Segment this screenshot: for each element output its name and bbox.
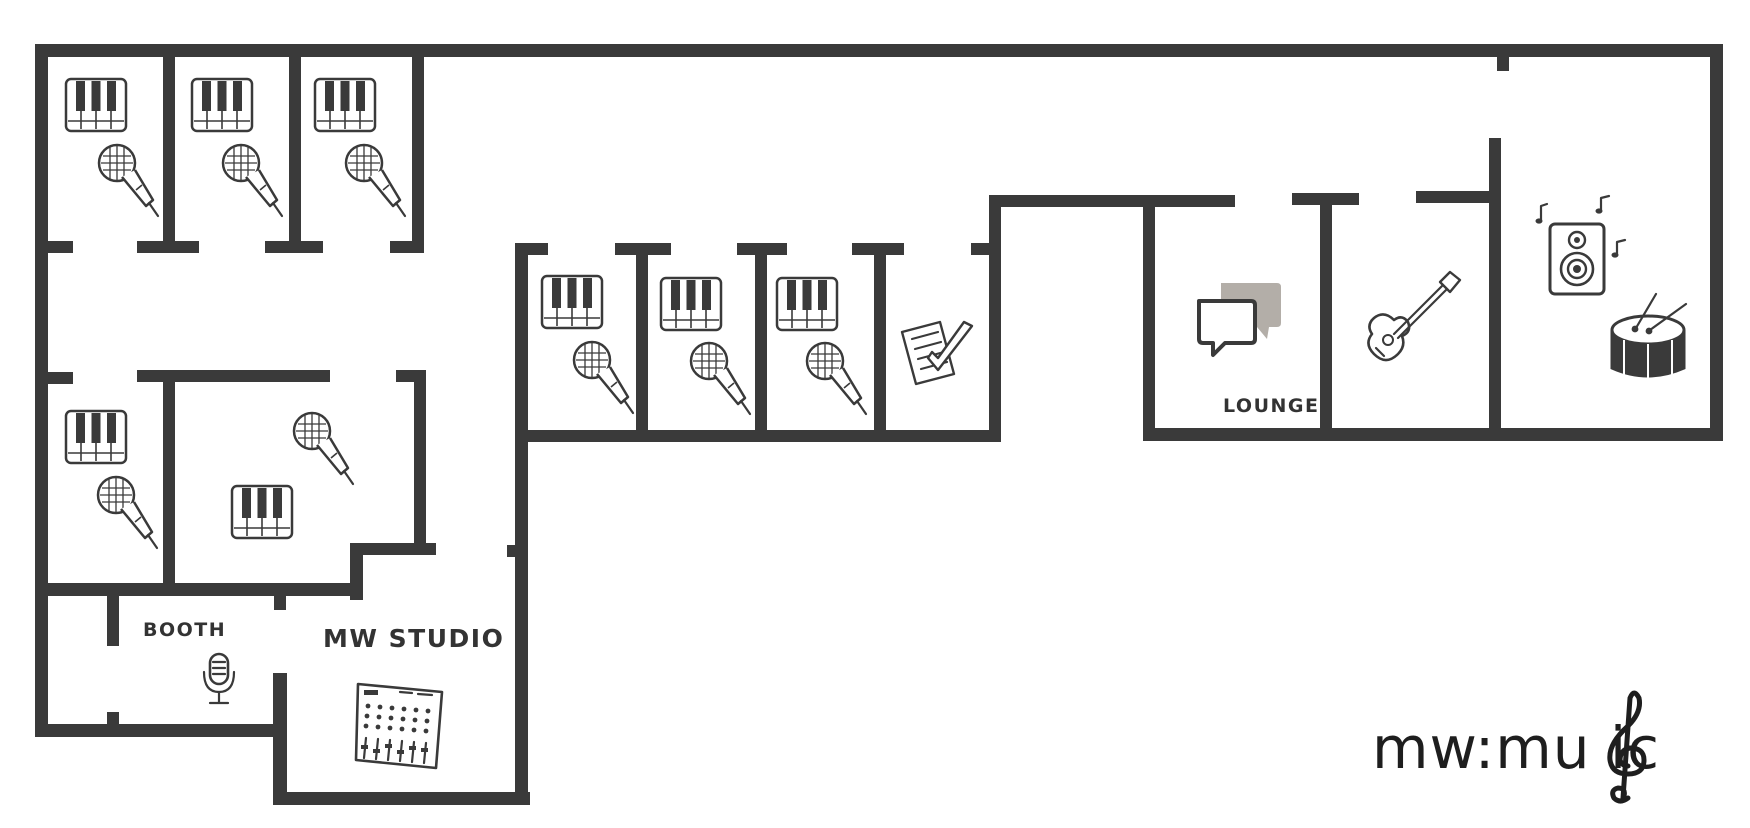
piano-icon: [540, 274, 604, 330]
piano-icon: [659, 276, 723, 332]
lounge-label: LOUNGE: [1223, 395, 1320, 417]
piano-icon: [230, 484, 294, 540]
chat-icon: [1197, 283, 1281, 357]
booth-label: BOOTH: [143, 619, 226, 641]
piano-icon: [313, 77, 377, 133]
microphone-icon: [97, 143, 160, 218]
speaker-icon: [1535, 194, 1627, 296]
microphone-icon: [96, 475, 159, 550]
brand-logo: mw:mu ic: [1372, 690, 1659, 804]
microphone-icon: [344, 143, 407, 218]
mixer-icon: [354, 682, 444, 770]
walls: [35, 44, 1723, 805]
microphone-icon: [689, 341, 752, 416]
piano-icon: [64, 409, 128, 465]
piano-icon: [775, 276, 839, 332]
piano-icon: [190, 77, 254, 133]
microphone-icon: [292, 411, 355, 486]
checklist-icon: [900, 320, 974, 386]
microphone-icon: [572, 340, 635, 415]
drum-icon: [1610, 292, 1688, 383]
studio-label: MW STUDIO: [323, 624, 504, 653]
guitar-icon: [1367, 270, 1462, 362]
treble-clef-icon: [1607, 690, 1647, 804]
microphone-icon: [805, 341, 868, 416]
piano-icon: [64, 77, 128, 133]
microphone-icon: [221, 143, 284, 218]
studio-mic-icon: [202, 652, 236, 705]
